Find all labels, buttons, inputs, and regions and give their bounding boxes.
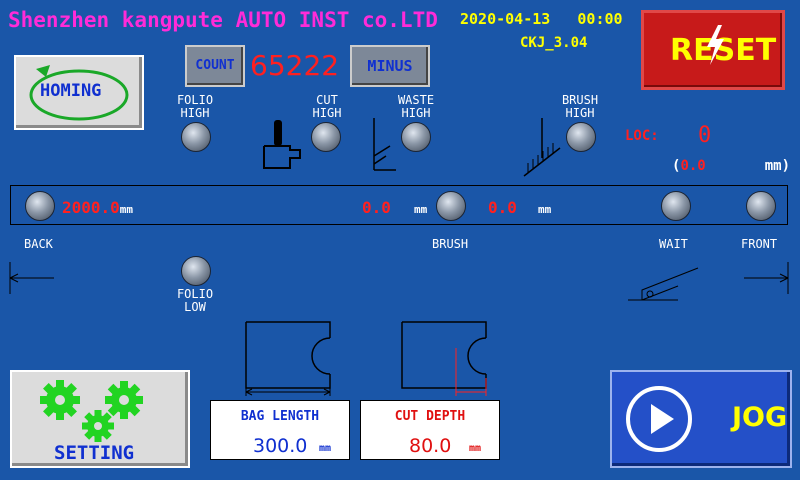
count-button[interactable]: COUNT	[185, 45, 245, 87]
count-value: 65222	[250, 49, 340, 82]
homing-button[interactable]: HOMING	[14, 55, 144, 130]
datetime: 2020-04-13 00:00	[460, 10, 623, 28]
jog-button[interactable]: JOG	[610, 370, 792, 468]
wait-label: WAIT	[659, 237, 688, 251]
waste-icon	[373, 118, 396, 171]
bag-length-diagram	[245, 321, 331, 396]
time-text: 00:00	[577, 10, 623, 28]
setting-label: SETTING	[54, 442, 135, 464]
jog-label: JOG	[732, 402, 788, 433]
loc-sub-value: 0.0	[680, 158, 706, 174]
folio-high-indicator	[181, 122, 211, 152]
cutter-icon	[263, 120, 301, 169]
back-label: BACK	[24, 237, 53, 251]
version-text: CKJ_3.04	[520, 35, 588, 51]
setting-button[interactable]: SETTING	[10, 370, 190, 468]
wait-position-indicator	[661, 191, 691, 221]
wait-ramp-icon	[628, 267, 699, 301]
front-label: FRONT	[741, 237, 778, 251]
cut-depth-label: CUT DEPTH	[394, 409, 466, 424]
cut-depth-box[interactable]: CUT DEPTH 80.0 mm	[360, 400, 500, 460]
loc-label: LOC:	[625, 128, 659, 144]
cut-high-indicator	[311, 122, 341, 152]
folio-low-indicator	[181, 256, 211, 286]
waste-high-indicator	[401, 122, 431, 152]
brush-position-indicator	[436, 191, 466, 221]
cut-depth-value: 80.0	[409, 435, 452, 457]
reset-label: RESET	[670, 33, 777, 68]
arrow-right-icon	[744, 262, 789, 294]
company-title: Shenzhen kangpute AUTO INST co.LTD	[8, 8, 438, 32]
cut-depth-diagram	[401, 321, 487, 396]
bag-length-box[interactable]: BAG LENGTH 300.0 mm	[210, 400, 350, 460]
cut-depth-unit: mm	[469, 443, 482, 454]
mid-position-value: 0.0	[362, 198, 391, 217]
left-position: 2000.0mm	[62, 198, 134, 217]
date-text: 2020-04-13	[460, 10, 551, 28]
mid-position-unit: mm	[414, 203, 428, 216]
right-position-unit: mm	[538, 203, 552, 216]
minus-button[interactable]: MINUS	[350, 45, 430, 87]
lightning-icon	[707, 25, 724, 65]
play-icon	[626, 386, 692, 452]
homing-label: HOMING	[40, 81, 102, 101]
front-position-indicator	[746, 191, 776, 221]
brush-label: BRUSH	[432, 237, 469, 251]
homing-arrow-icon	[29, 65, 129, 121]
arrow-left-icon	[9, 262, 54, 294]
bag-length-label: BAG LENGTH	[240, 409, 320, 424]
loc-value: 0	[698, 123, 712, 148]
right-position-value: 0.0	[488, 198, 517, 217]
brush-high-indicator	[566, 122, 596, 152]
back-position-indicator	[25, 191, 55, 221]
reset-button[interactable]: RESET	[641, 10, 785, 90]
bag-length-unit: mm	[319, 443, 332, 454]
brush-icon	[523, 118, 561, 177]
bag-length-value: 300.0	[253, 435, 308, 457]
gear-icon	[40, 380, 143, 442]
position-track	[10, 185, 788, 225]
loc-sub: (0.0 mm)	[672, 158, 791, 174]
